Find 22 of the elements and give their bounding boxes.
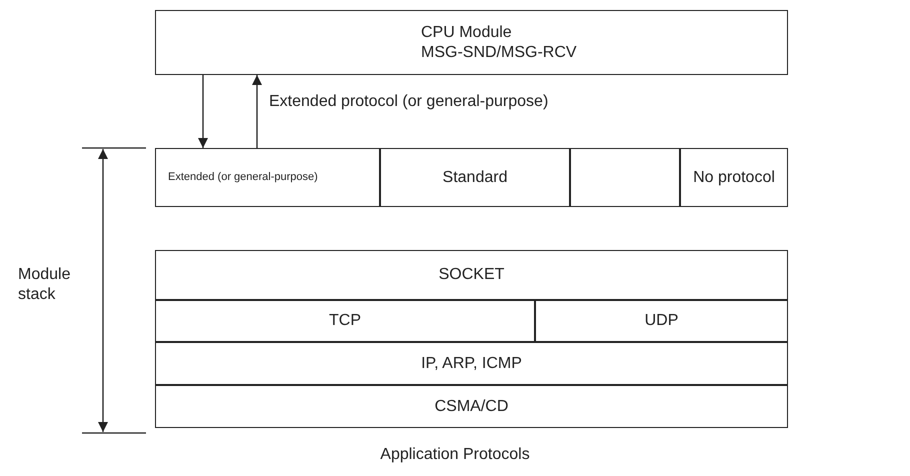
box-text: MSG-SND/MSG-RCV (421, 42, 577, 62)
arrow (198, 75, 208, 148)
box-text: CSMA/CD (434, 396, 508, 416)
protocol-box (155, 300, 535, 342)
protocol-box (155, 250, 788, 300)
box-text: Standard (442, 168, 508, 188)
box-text: TCP (329, 311, 361, 331)
arrow (252, 75, 262, 148)
protocol-box (155, 342, 788, 385)
box-text: UDP (644, 311, 678, 331)
box-text: IP, ARP, ICMP (421, 354, 522, 374)
caption: Application Protocols (379, 445, 531, 465)
box-text: No protocol (693, 168, 775, 188)
protocol-box (155, 148, 380, 207)
box-text: SOCKET (438, 265, 504, 285)
protocol-box (380, 148, 570, 207)
protocol-box (680, 148, 788, 207)
box-text: Extended (or general-purpose) (168, 171, 318, 184)
box-text: CPU Module (421, 22, 512, 42)
protocol-box (155, 385, 788, 428)
protocol-box (535, 300, 788, 342)
protocol-box (155, 10, 788, 75)
